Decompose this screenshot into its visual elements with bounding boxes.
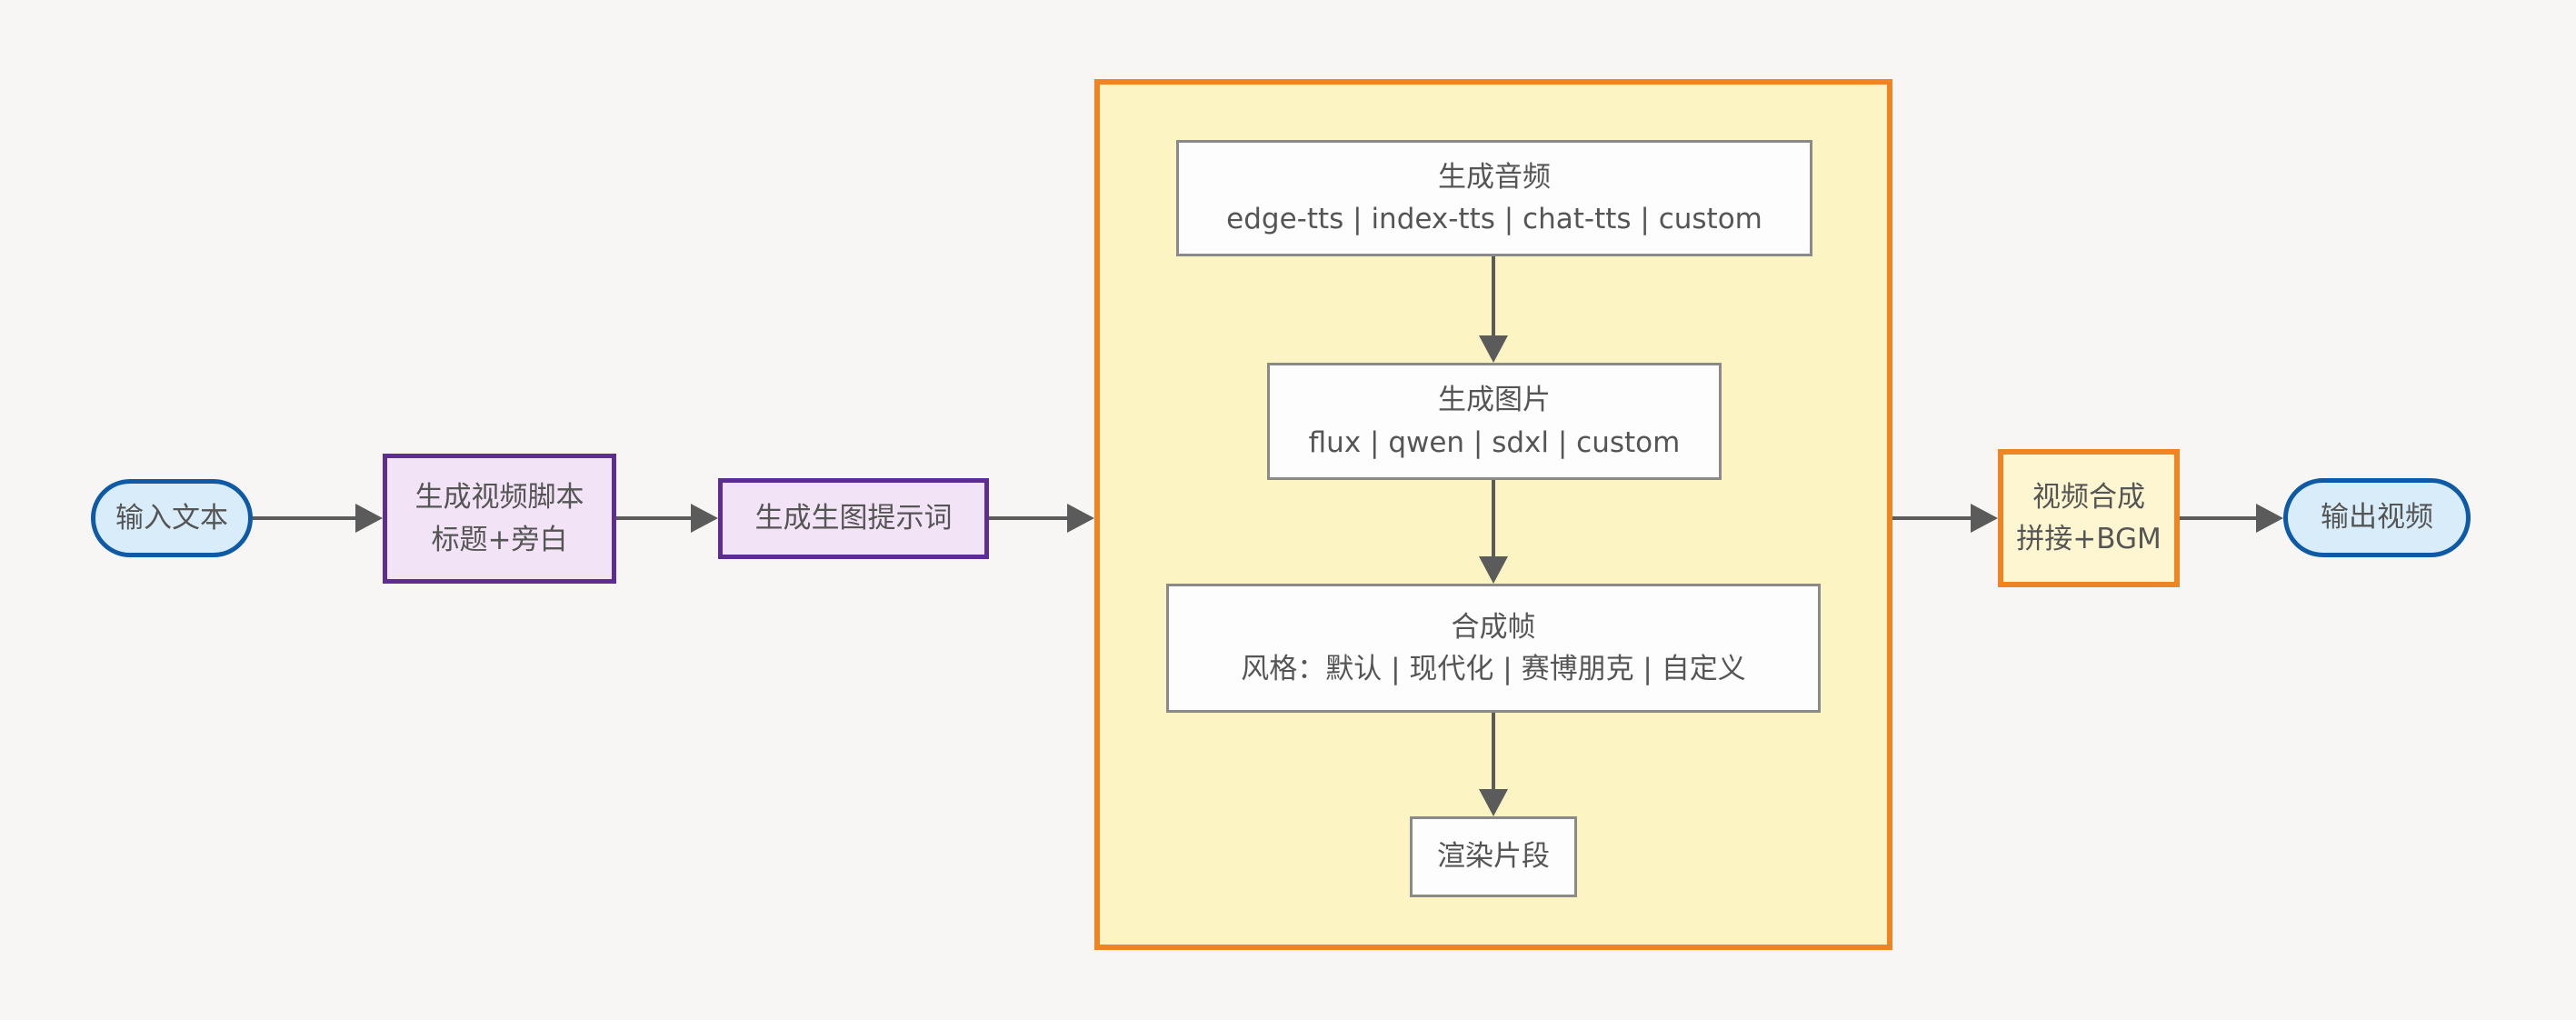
arrow-image-to-frame — [1492, 480, 1495, 556]
node-generate-audio-title: 生成音频 — [1438, 160, 1551, 194]
arrow-frame-to-render — [1492, 713, 1495, 789]
node-generate-script-line1: 生成视频脚本 — [414, 481, 584, 514]
node-generate-prompt-label: 生成生图提示词 — [754, 502, 953, 535]
node-generate-prompt: 生成生图提示词 — [718, 478, 989, 559]
arrow-audio-to-image — [1492, 256, 1495, 335]
node-output-video: 输出视频 — [2283, 478, 2471, 557]
arrow-prompt-to-group — [989, 516, 1067, 520]
node-generate-audio-options: edge-tts | index-tts | chat-tts | custom — [1226, 203, 1762, 235]
node-input-text: 输入文本 — [91, 479, 253, 557]
node-generate-audio: 生成音频 edge-tts | index-tts | chat-tts | c… — [1176, 140, 1812, 256]
node-render-clip-label: 渲染片段 — [1437, 840, 1550, 874]
node-compose-frame-options: 风格：默认 | 现代化 | 赛博朋克 | 自定义 — [1241, 653, 1746, 685]
node-generate-image: 生成图片 flux | qwen | sdxl | custom — [1267, 363, 1722, 480]
node-render-clip: 渲染片段 — [1410, 816, 1577, 897]
node-generate-script: 生成视频脚本 标题+旁白 — [383, 454, 616, 584]
node-generate-image-title: 生成图片 — [1438, 384, 1551, 416]
node-compose-frame-title: 合成帧 — [1451, 610, 1536, 644]
arrow-compose-to-output — [2180, 516, 2256, 520]
node-output-video-label: 输出视频 — [2321, 501, 2433, 535]
arrow-input-to-script — [253, 516, 355, 520]
node-generate-image-options: flux | qwen | sdxl | custom — [1308, 425, 1681, 459]
group-media-pipeline: 生成音频 edge-tts | index-tts | chat-tts | c… — [1094, 79, 1892, 950]
node-video-compose-line2: 拼接+BGM — [2016, 523, 2162, 555]
arrow-script-to-prompt — [616, 516, 691, 520]
node-video-compose: 视频合成 拼接+BGM — [1998, 449, 2180, 587]
node-input-text-label: 输入文本 — [115, 501, 228, 535]
node-generate-script-line2: 标题+旁白 — [431, 523, 568, 556]
arrow-group-to-compose — [1892, 516, 1971, 520]
node-video-compose-line1: 视频合成 — [2032, 480, 2145, 514]
node-compose-frame: 合成帧 风格：默认 | 现代化 | 赛博朋克 | 自定义 — [1166, 584, 1821, 713]
